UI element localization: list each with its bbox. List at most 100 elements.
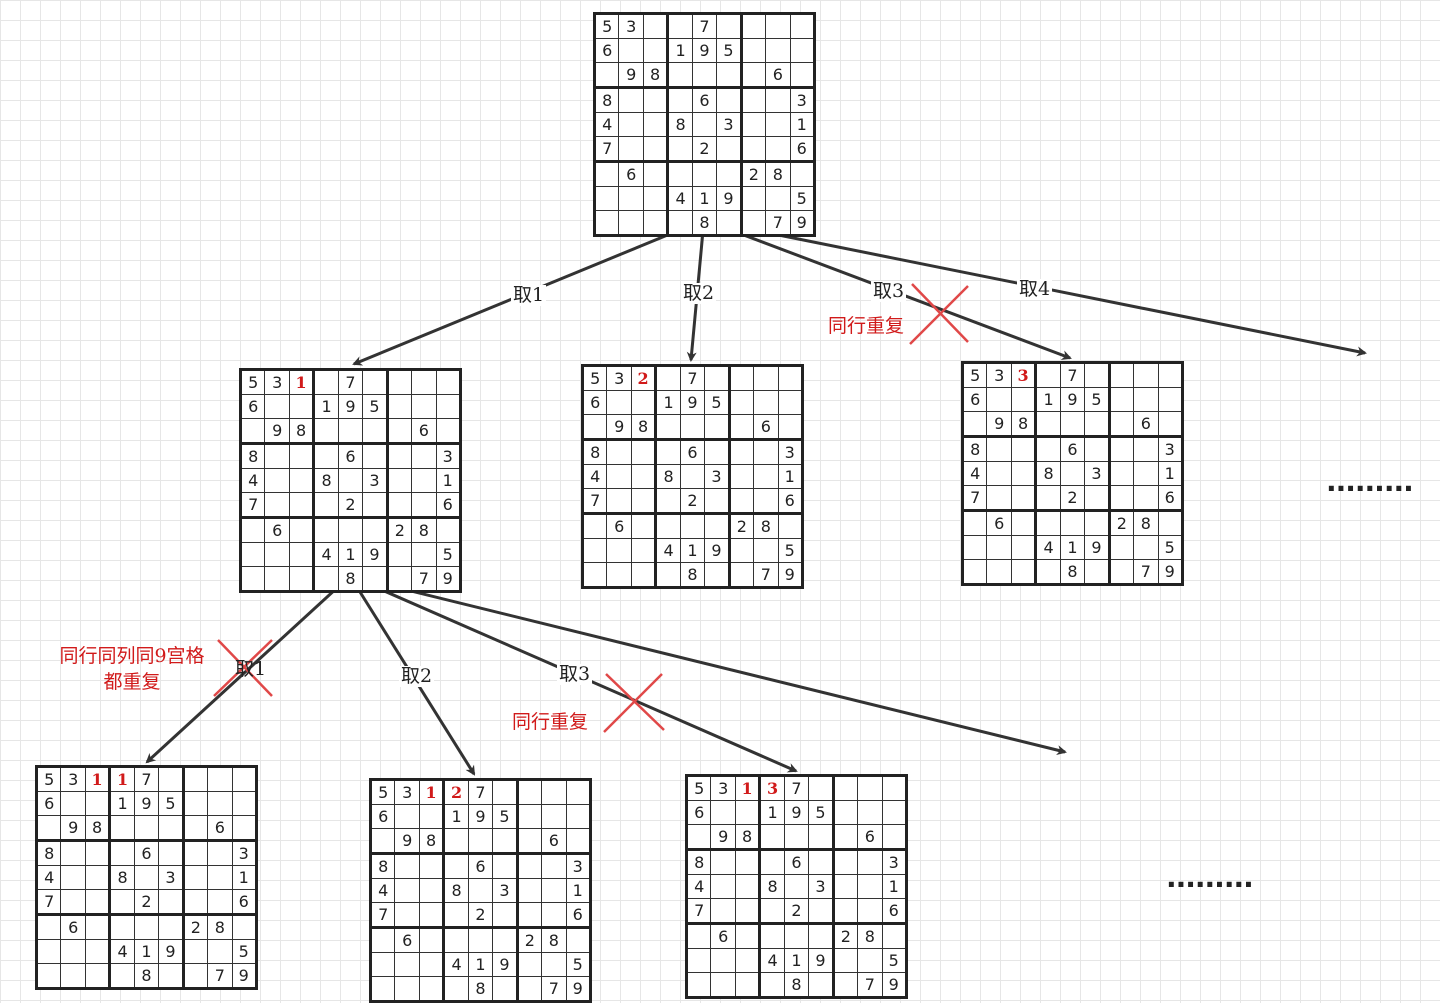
sudoku-cell: [1107, 535, 1135, 560]
sudoku-cell: 3: [264, 369, 290, 395]
sudoku-cell: 9: [565, 976, 591, 1002]
sudoku-cell: 8: [467, 976, 494, 1002]
sudoku-cell: [60, 865, 86, 890]
sudoku-cell: [181, 839, 209, 866]
sudoku-cell: 6: [1157, 485, 1183, 511]
sudoku-cell: [630, 464, 657, 489]
sudoku-cell: [808, 922, 834, 949]
sudoku-cell: 3: [362, 468, 388, 493]
sudoku-cell: 8: [239, 442, 266, 469]
sudoku-cell: [986, 435, 1012, 462]
sudoku-cell: [961, 559, 988, 585]
sudoku-cell: [710, 848, 736, 875]
sudoku-cell: [1059, 411, 1086, 437]
sudoku-cell: 3: [704, 464, 730, 489]
sudoku-cell: [394, 976, 420, 1002]
sudoku-cell: [515, 976, 543, 1002]
sudoku-cell: [642, 186, 669, 211]
sudoku-cell: 8: [685, 848, 712, 875]
sudoku-cell: 5: [961, 362, 988, 388]
sudoku-cell: [642, 86, 669, 113]
sudoku-cell: [1084, 411, 1110, 437]
sudoku-cell: [666, 210, 693, 236]
sudoku-cell: [881, 922, 907, 949]
sudoku-cell: 4: [312, 542, 339, 567]
sudoku-cell: [565, 828, 591, 854]
sudoku-cell: 6: [777, 488, 803, 514]
sudoku-cell: [666, 13, 693, 39]
sudoku-cell: [1084, 559, 1110, 585]
sudoku-cell: [857, 848, 883, 875]
cross-mark-l1: [909, 283, 969, 345]
sudoku-cell: [264, 492, 290, 518]
sudoku-cell: [739, 38, 767, 63]
sudoku-cell: [264, 468, 290, 493]
sudoku-cell: [362, 566, 388, 592]
sudoku-cell: [704, 562, 730, 588]
sudoku-cell: 2: [133, 889, 160, 915]
sudoku-cell: [1107, 411, 1135, 437]
sudoku-cell: [857, 874, 883, 899]
sudoku-cell: 1: [789, 112, 815, 137]
sudoku-cell: 8: [654, 464, 681, 489]
sudoku-cell: 8: [691, 210, 718, 236]
sudoku-cell: [783, 874, 810, 899]
sudoku-cell: 1: [783, 948, 810, 973]
sudoku-cell: [753, 390, 779, 415]
sudoku-cell: 6: [435, 492, 461, 518]
sudoku-cell: [84, 939, 111, 964]
sudoku-cell: [369, 926, 396, 953]
sudoku-cell: [765, 38, 791, 63]
sudoku-cell: [758, 824, 785, 850]
sudoku-cell: [857, 898, 883, 924]
sudoku-cell: 5: [1157, 535, 1183, 560]
sudoku-cell: [1084, 485, 1110, 511]
sudoku-cell: [231, 766, 257, 792]
sudoku-cell: [808, 972, 834, 998]
sudoku-cell: [753, 365, 779, 391]
sudoku-cell: [618, 136, 644, 162]
sudoku-cell: 1: [666, 38, 693, 63]
sudoku-cell: [685, 824, 712, 850]
sudoku-cell: [808, 848, 834, 875]
sudoku-cell: 5: [1084, 387, 1110, 412]
sudoku-cell: [337, 516, 364, 543]
sudoku-cell: [435, 516, 461, 543]
sudoku-cell: 5: [685, 775, 712, 801]
sudoku-cell: [181, 939, 209, 964]
sudoku-cell: [84, 913, 111, 940]
ellipsis-l1: .........: [1326, 465, 1414, 498]
sudoku-cell: [739, 13, 767, 39]
sudoku-cell: 4: [581, 464, 608, 489]
sudoku-cell: 5: [808, 800, 834, 825]
sudoku-cell: [881, 824, 907, 850]
sudoku-cell: [986, 535, 1012, 560]
sudoku-cell: 6: [133, 839, 160, 866]
sudoku-cell: [312, 492, 339, 518]
sudoku-cell: 4: [961, 461, 988, 486]
sudoku-cell: [207, 766, 233, 792]
sudoku-cell: [727, 538, 755, 563]
sudoku-cell: [394, 878, 420, 903]
sudoku-cell: [1034, 411, 1061, 437]
sudoku-cell: 8: [133, 963, 160, 989]
sudoku-cell: 1: [435, 468, 461, 493]
sudoku-cell: 8: [630, 414, 657, 440]
sudoku-cell: [418, 902, 445, 928]
sudoku-cell: 8: [666, 112, 693, 137]
sudoku-cell: 3: [986, 362, 1012, 388]
sudoku-cell: 6: [961, 387, 988, 412]
sudoku-cell: 8: [783, 972, 810, 998]
sudoku-cell: 3: [710, 775, 736, 801]
edge-label-l2-take3: 取3: [557, 663, 593, 685]
sudoku-cell: [789, 13, 815, 39]
sudoku-cell: [753, 438, 779, 465]
ellipsis-l2: .........: [1166, 861, 1254, 894]
sudoku-cell: [385, 394, 413, 419]
sudoku-cell: 6: [541, 828, 567, 854]
sudoku-cell: [857, 800, 883, 825]
sudoku-cell: 8: [207, 913, 233, 940]
sudoku-cell: 1: [467, 952, 494, 977]
sudoku-cell: [411, 442, 437, 469]
